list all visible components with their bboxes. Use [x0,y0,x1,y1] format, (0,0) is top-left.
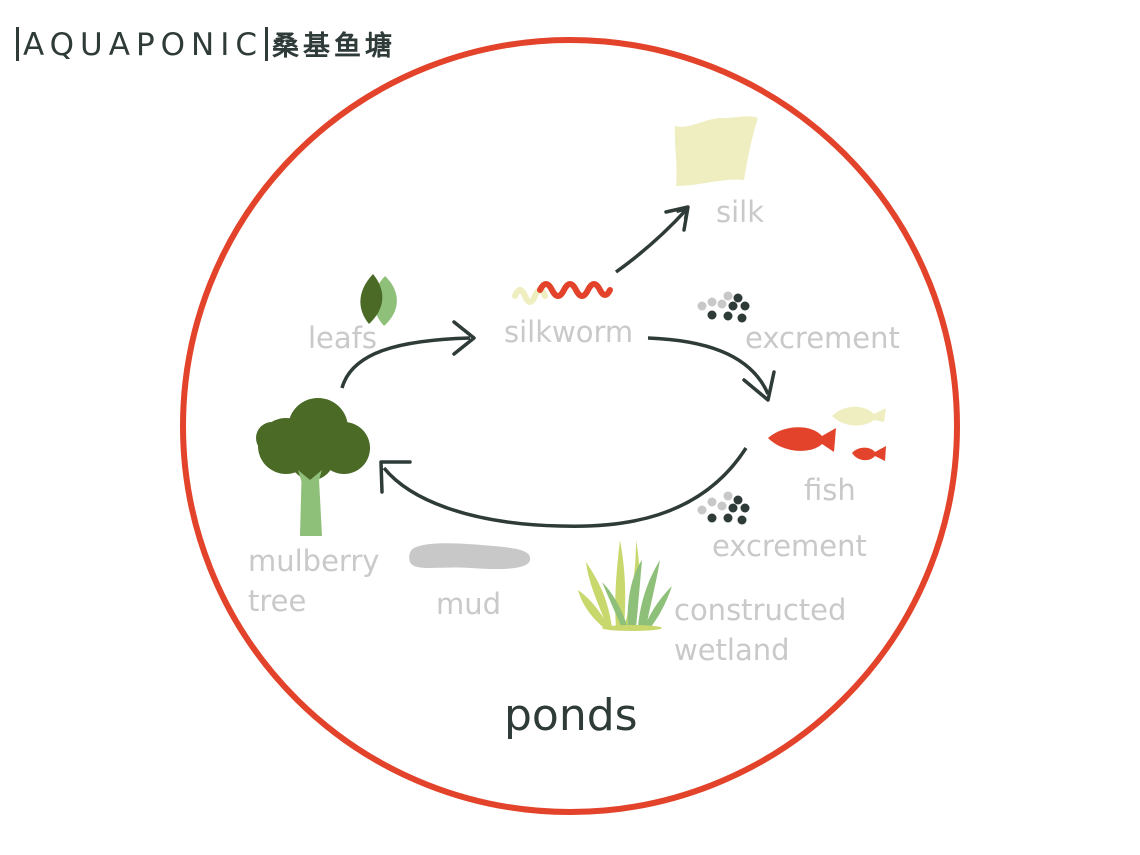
title-chinese: 桑基鱼塘 [272,31,397,62]
arrow-fish-to-tree [382,447,748,528]
leaves-icon [360,274,397,326]
page-title: AQUAPONIC 桑基鱼塘 [14,24,396,63]
label-excrement-bottom: excrement [712,529,867,563]
label-excrement-top: excrement [745,321,900,355]
fish-icon [768,406,886,461]
wetland-plant-icon [578,540,672,631]
pond-circle [180,37,960,815]
label-ponds: ponds [504,690,638,741]
label-mud: mud [436,587,502,621]
arrow-silkworm-to-fish [647,336,770,395]
excrement-top-icon [697,291,750,323]
silk-sheet-icon [674,116,758,186]
label-leafs: leafs [308,321,377,355]
arrow-silkworm-to-silk [614,210,686,274]
arrow-tree-to-silkworm [340,336,471,389]
arrow-silkworm-to-fish-head [742,370,776,402]
silkworm-icon [512,281,613,305]
label-silkworm: silkworm [504,315,634,349]
mud-icon [409,543,531,570]
mulberry-tree-icon [256,398,370,536]
label-mulberry-tree-line1: mulberry [248,544,380,578]
title-divider [16,27,19,61]
label-wetland-line2: wetland [674,633,790,667]
arrow-fish-to-tree-head [379,460,412,494]
label-silk: silk [716,195,765,229]
label-wetland-line1: constructed [674,593,847,627]
arrow-silkworm-to-silk-head [664,205,690,232]
label-fish: fish [804,473,856,507]
label-mulberry-tree-line2: tree [248,584,307,618]
title-divider [265,27,269,61]
arrow-tree-to-silkworm-head [452,320,476,356]
title-english: AQUAPONIC [23,27,264,63]
excrement-bottom-icon [697,491,750,525]
